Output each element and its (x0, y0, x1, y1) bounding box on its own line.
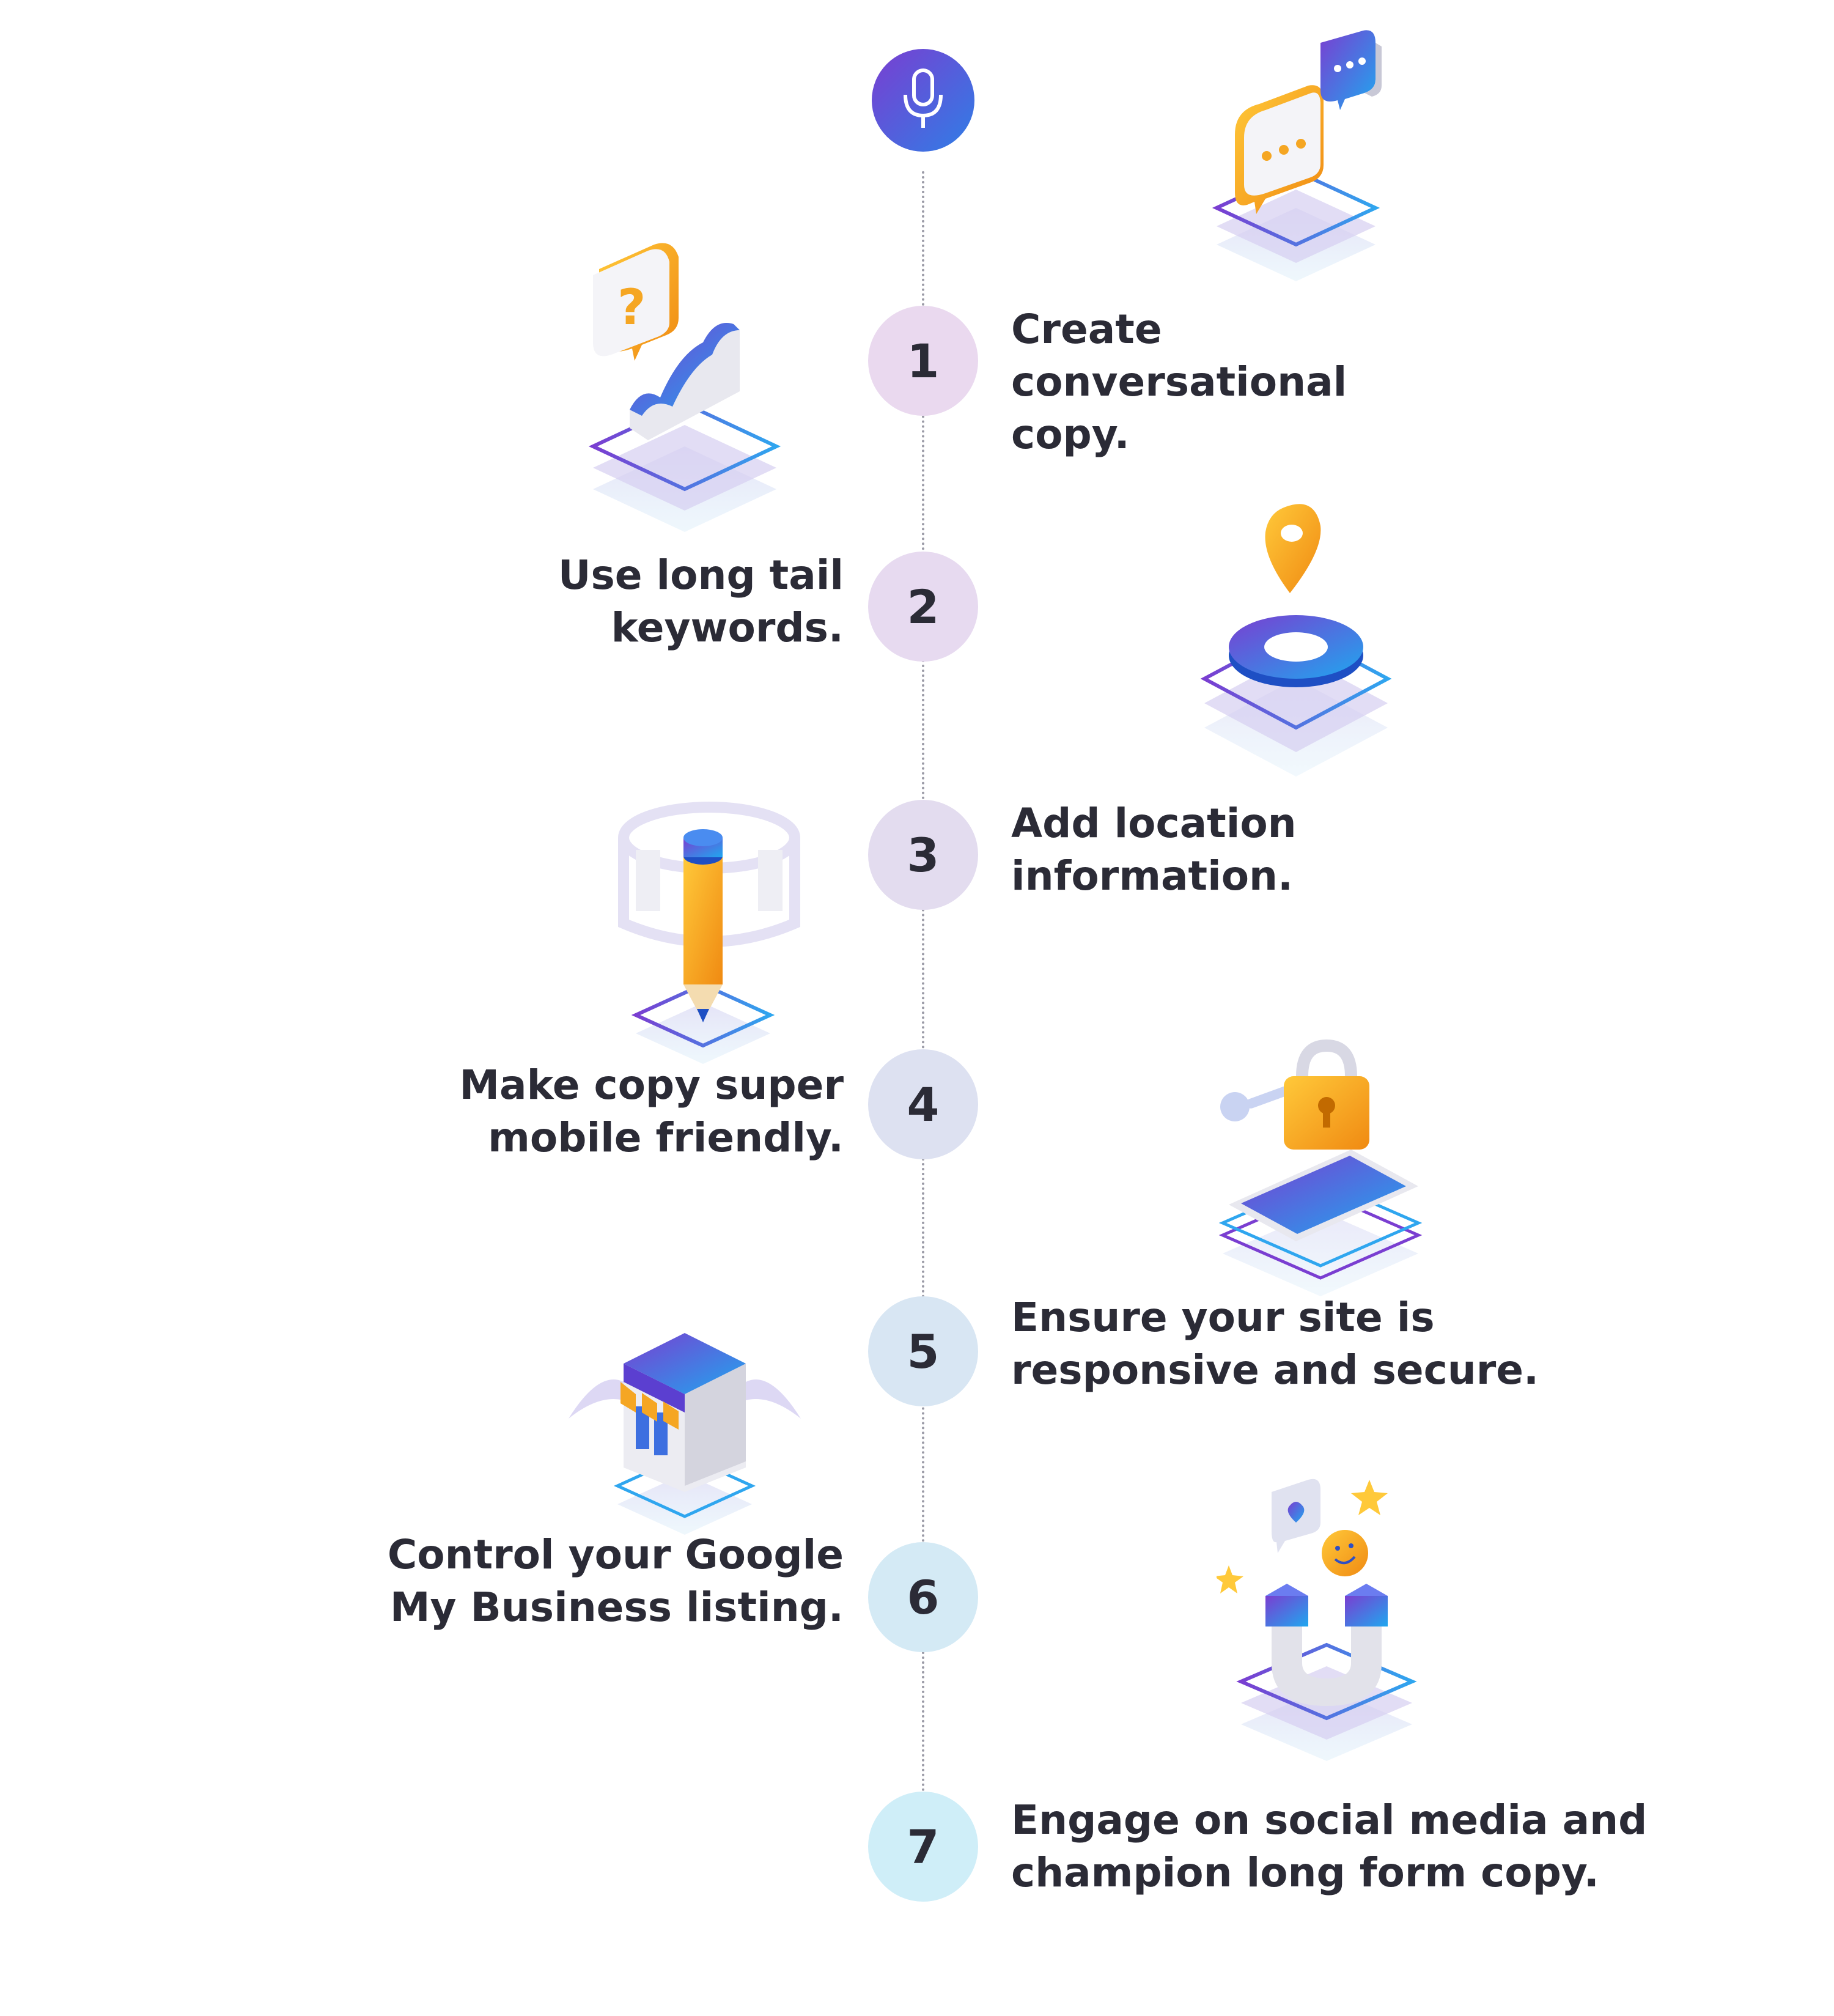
step-5-label: Ensure your site is responsive and secur… (1011, 1294, 1539, 1394)
chat-bubbles-icon (1212, 30, 1382, 281)
step-number-text: 5 (907, 1324, 940, 1379)
location-pin-icon (1200, 504, 1392, 777)
pencil-pages-icon (618, 802, 800, 1064)
svg-text:?: ? (617, 279, 646, 336)
step-2-number: 2 (868, 552, 978, 662)
phone-lock-icon (1218, 1039, 1423, 1296)
step-2-label: Use long tail keywords. (558, 552, 844, 651)
step-number-text: 7 (907, 1819, 940, 1874)
step-number-text: 2 (907, 579, 940, 634)
microphone-icon (904, 68, 943, 128)
step-number-text: 4 (907, 1077, 940, 1132)
timeline-connector (922, 171, 924, 1798)
step-7-number: 7 (868, 1792, 978, 1902)
step-7-label: Engage on social media and champion long… (1011, 1796, 1648, 1896)
magnet-social-icon (1217, 1479, 1417, 1761)
step-6-number: 6 (868, 1542, 978, 1652)
step-5-number: 5 (868, 1296, 978, 1406)
step-1-number: 1 (868, 306, 978, 416)
step-4-number: 4 (868, 1049, 978, 1159)
storefront-icon (569, 1333, 801, 1535)
step-number-text: 1 (907, 333, 940, 388)
step-number-text: 3 (907, 827, 940, 882)
step-6-label: Control your Google My Business listing. (387, 1531, 844, 1631)
step-number-text: 6 (907, 1570, 940, 1625)
step-1-label: Create conversational copy. (1011, 306, 1347, 458)
step-4-label: Make copy super mobile friendly. (459, 1062, 844, 1161)
microphone-badge (872, 49, 974, 152)
step-3-number: 3 (868, 800, 978, 910)
step-3-label: Add location information. (1011, 800, 1297, 899)
question-chart-icon: ? (588, 243, 781, 532)
